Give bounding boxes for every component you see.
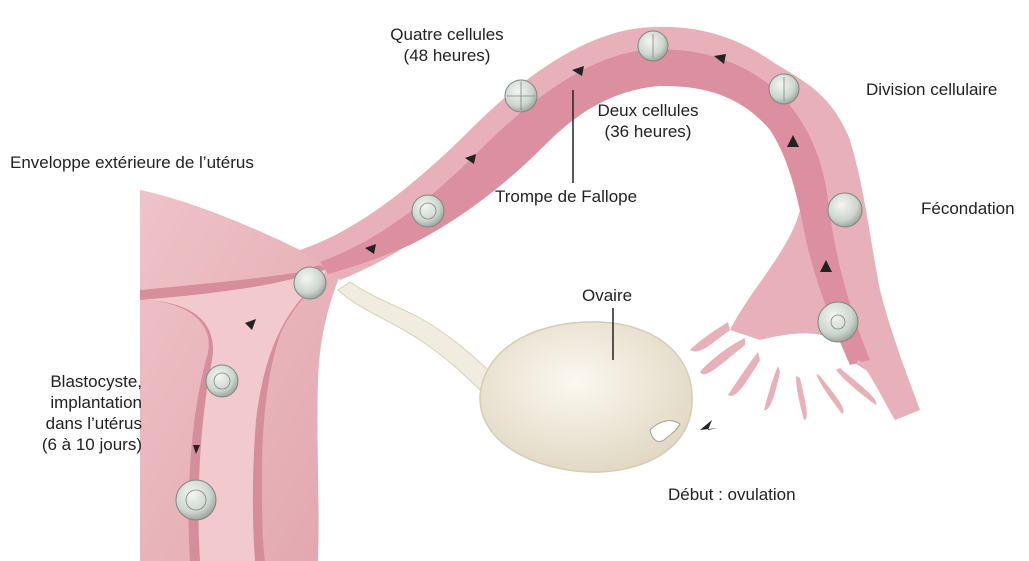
label-enveloppe: Enveloppe extérieure de l’utérus [10,152,254,173]
label-deux-cellules-line1: Deux cellules [588,100,708,121]
label-quatre-cellules-line2: (48 heures) [372,45,522,66]
label-ovaire: Ovaire [582,285,632,306]
ovarian-ligament [338,282,505,400]
label-blastocyste-line3: dans l’utérus [0,413,142,434]
label-quatre-cellules: Quatre cellules (48 heures) [372,24,522,66]
label-deux-cellules-line2: (36 heures) [588,121,708,142]
cell-blastula [294,267,326,299]
label-deux-cellules: Deux cellules (36 heures) [588,100,708,142]
label-blastocyste-line2: implantation [0,392,142,413]
label-trompe: Trompe de Fallope [495,186,637,207]
cell-blastocyste [206,365,238,397]
cell-ovulated [818,302,858,342]
label-debut-ovulation: Début : ovulation [668,484,796,505]
label-quatre-cellules-line1: Quatre cellules [372,24,522,45]
cell-implanted [176,480,216,520]
ovary [480,322,692,472]
label-blastocyste: Blastocyste, implantation dans l’utérus … [0,371,142,455]
label-blastocyste-line4: (6 à 10 jours) [0,434,142,455]
arrow-ovulation [700,420,718,430]
cell-fecondation [828,193,862,227]
label-fecondation: Fécondation [921,198,1015,219]
cell-morula [412,195,444,227]
label-blastocyste-line1: Blastocyste, [0,371,142,392]
label-division-cellulaire: Division cellulaire [866,79,997,100]
